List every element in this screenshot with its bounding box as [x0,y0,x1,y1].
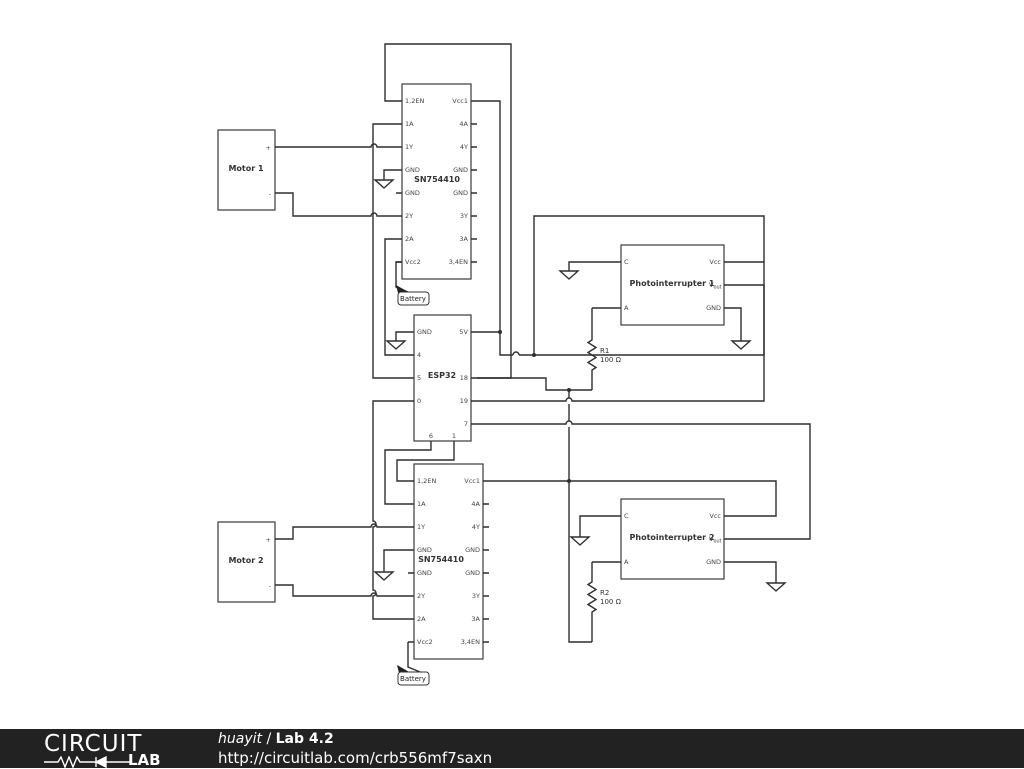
pin-label: Vcc1 [464,477,480,485]
pin-label: GND [405,189,420,197]
pin-label: Vcc [709,512,721,520]
logo-text-bottom: LAB [128,751,161,769]
ic-title: SN754410 [418,555,464,564]
ic-sn754410-top: SN754410 1,2EN 1A 1Y GND GND 2Y 2A Vcc2 … [396,83,477,280]
resistor-name: R1 [600,347,609,355]
pin-label: C [624,258,629,266]
pin-label: 2A [417,615,426,623]
pin-label: Vcc [709,258,721,266]
pin-label: GND [465,569,480,577]
pin-label: 1,2EN [405,97,424,105]
pin-label: 1A [417,500,426,508]
terminal-minus: - [269,582,272,590]
title-separator: / [262,731,276,747]
ic-esp32: ESP32 GND 4 5 0 5V 18 19 7 6 1 [408,314,477,447]
pin-label: 7 [464,420,468,428]
pin-label: 19 [460,397,468,405]
wires [275,43,811,643]
pin-label: 1Y [405,143,413,151]
pin-label: Vcc2 [405,258,421,266]
photointerrupter-1: Photointerrupter 1 C A Vcc GND Vout [615,244,730,326]
device-label: Photointerrupter 2 [630,533,715,542]
pin-label: GND [405,166,420,174]
pin-label: 4 [417,351,421,359]
pin-label: GND [453,166,468,174]
pin-label: GND [417,328,432,336]
pin-label: 3,4EN [461,638,480,646]
logo-resistor-icon [44,756,130,768]
resistor-r1: R1 100 Ω [586,308,622,390]
photointerrupter-2: Photointerrupter 2 C A Vcc GND Vout [615,498,730,580]
pin-label: 1A [405,120,414,128]
terminal-minus: - [269,190,272,198]
resistor-name: R2 [600,589,609,597]
pin-label: 4A [459,120,468,128]
pin-label: 1Y [417,523,425,531]
battery-2: Battery [397,642,430,686]
circuit-title: huayit / Lab 4.2 [218,731,334,748]
pin-label: 3A [459,235,468,243]
motor-2: Motor 2 + - [217,521,276,603]
ic-sn754410-bottom: SN754410 1,2EN 1A 1Y GND GND 2Y 2A Vcc2 … [408,463,489,660]
pin-label: 18 [460,374,468,382]
motor-label: Motor 1 [228,164,264,173]
motor-1: Motor 1 + - [217,129,276,211]
pin-label: 5V [459,328,468,336]
pin-label: GND [465,546,480,554]
terminal-plus: + [266,536,271,544]
pin-label: 4Y [460,143,468,151]
pin-label: GND [706,304,721,312]
pin-label-vout: Vout [709,281,722,291]
pin-label: 4A [471,500,480,508]
pin-label: 2Y [417,592,425,600]
resistor-r2: R2 100 Ω [586,562,622,642]
circuit-schematic: SN754410 1,2EN 1A 1Y GND GND 2Y 2A Vcc2 … [217,43,811,686]
battery-label: Battery [400,675,426,683]
pin-label: 6 [429,432,433,440]
pin-label: 1 [452,432,456,440]
pin-label: 2Y [405,212,413,220]
pin-label: 0 [417,397,421,405]
pin-label: 1,2EN [417,477,436,485]
device-label: Photointerrupter 1 [630,279,715,288]
pin-label: 5 [417,374,421,382]
pin-label: GND [417,546,432,554]
pin-label: A [624,558,629,566]
pin-label: GND [417,569,432,577]
logo-text-top: CIRCUIT [44,731,143,757]
pin-label: GND [706,558,721,566]
ic-title: SN754410 [414,175,460,184]
pin-label: 3A [471,615,480,623]
pin-label: Vcc2 [417,638,433,646]
pin-label: 3Y [460,212,468,220]
resistor-value: 100 Ω [600,598,622,606]
footer-bar: CIRCUIT LAB huayit / Lab 4.2 http://circ… [0,729,1024,768]
pin-label: A [624,304,629,312]
motor-label: Motor 2 [228,556,263,565]
resistor-value: 100 Ω [600,356,622,364]
pin-label: 4Y [472,523,480,531]
pin-label: C [624,512,629,520]
ic-title: ESP32 [428,371,456,380]
author-link[interactable]: huayit [218,731,262,747]
circuitlab-logo[interactable]: CIRCUIT LAB [40,731,180,769]
battery-1: Battery [395,261,430,306]
pin-label: 2A [405,235,414,243]
pin-label: 3Y [472,592,480,600]
battery-label: Battery [400,295,426,303]
pin-label-vout: Vout [709,535,722,545]
pin-label: 3,4EN [449,258,468,266]
project-title[interactable]: Lab 4.2 [275,731,334,747]
terminal-plus: + [266,144,271,152]
ground-symbols [373,169,787,592]
pin-label: GND [453,189,468,197]
pin-label: Vcc1 [452,97,468,105]
circuit-url-link[interactable]: http://circuitlab.com/crb556mf7saxn [218,749,493,767]
